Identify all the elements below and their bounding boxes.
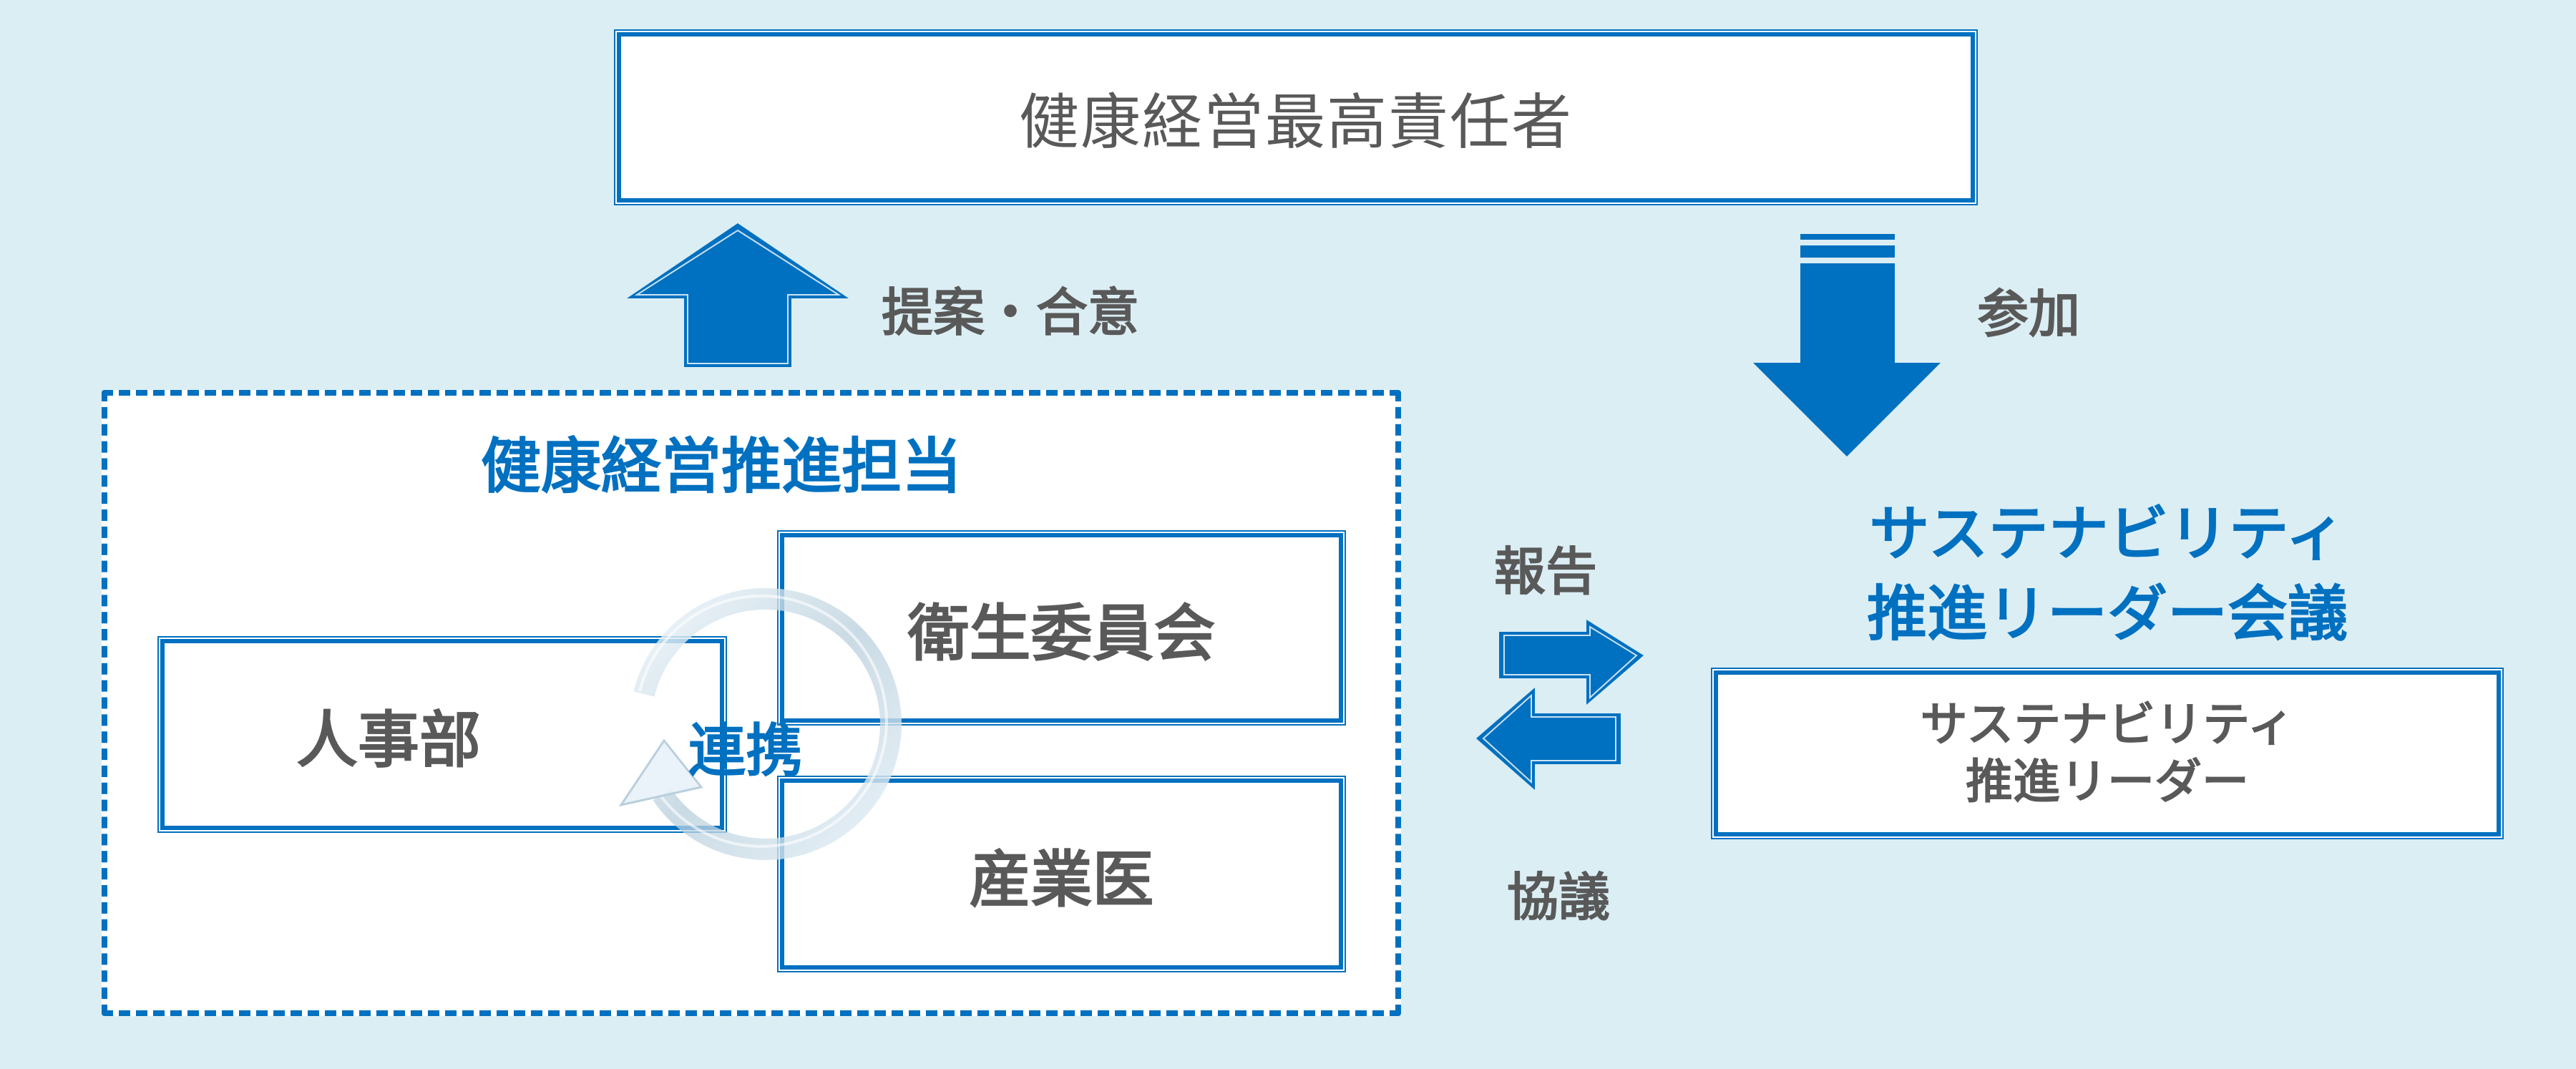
participation-label: 参加 (1977, 284, 2081, 344)
down-arrow-icon (1753, 234, 1941, 457)
hr-department-label: 人事部 (296, 705, 481, 776)
sustainability-meeting-title: サステナビリティ 推進リーダー会議 (1843, 494, 2372, 654)
safety-committee-box: 衛生委員会 (780, 533, 1343, 723)
chief-health-officer-label: 健康経営最高責任者 (1018, 87, 1573, 157)
sustainability-leader-line2: 推進リーダー (1966, 754, 2249, 809)
health-promotion-group-title: 健康経営推進担当 (481, 431, 962, 502)
up-arrow-icon (627, 223, 849, 367)
cycle-arrow-icon (618, 587, 902, 860)
report-label: 報告 (1494, 542, 1598, 602)
safety-committee-label: 衛生委員会 (907, 598, 1216, 670)
cooperation-label: 連携 (688, 718, 803, 784)
sustainability-leader-box: サステナビリティ 推進リーダー (1714, 670, 2501, 836)
left-arrow-icon (1476, 688, 1621, 790)
discussion-label: 協議 (1507, 867, 1611, 927)
proposal-agreement-label: 提案・合意 (882, 283, 1140, 343)
occupational-physician-box: 産業医 (780, 778, 1343, 970)
hr-department-box: 人事部 (160, 639, 724, 830)
occupational-physician-label: 産業医 (969, 844, 1154, 916)
chief-health-officer-box: 健康経営最高責任者 (617, 32, 1975, 202)
right-arrow-icon (1499, 620, 1644, 705)
sustainability-meeting-title-line1: サステナビリティ (1869, 499, 2346, 569)
sustainability-meeting-title-line2: 推進リーダー会議 (1866, 579, 2348, 649)
sustainability-leader-line1: サステナビリティ (1920, 697, 2295, 752)
